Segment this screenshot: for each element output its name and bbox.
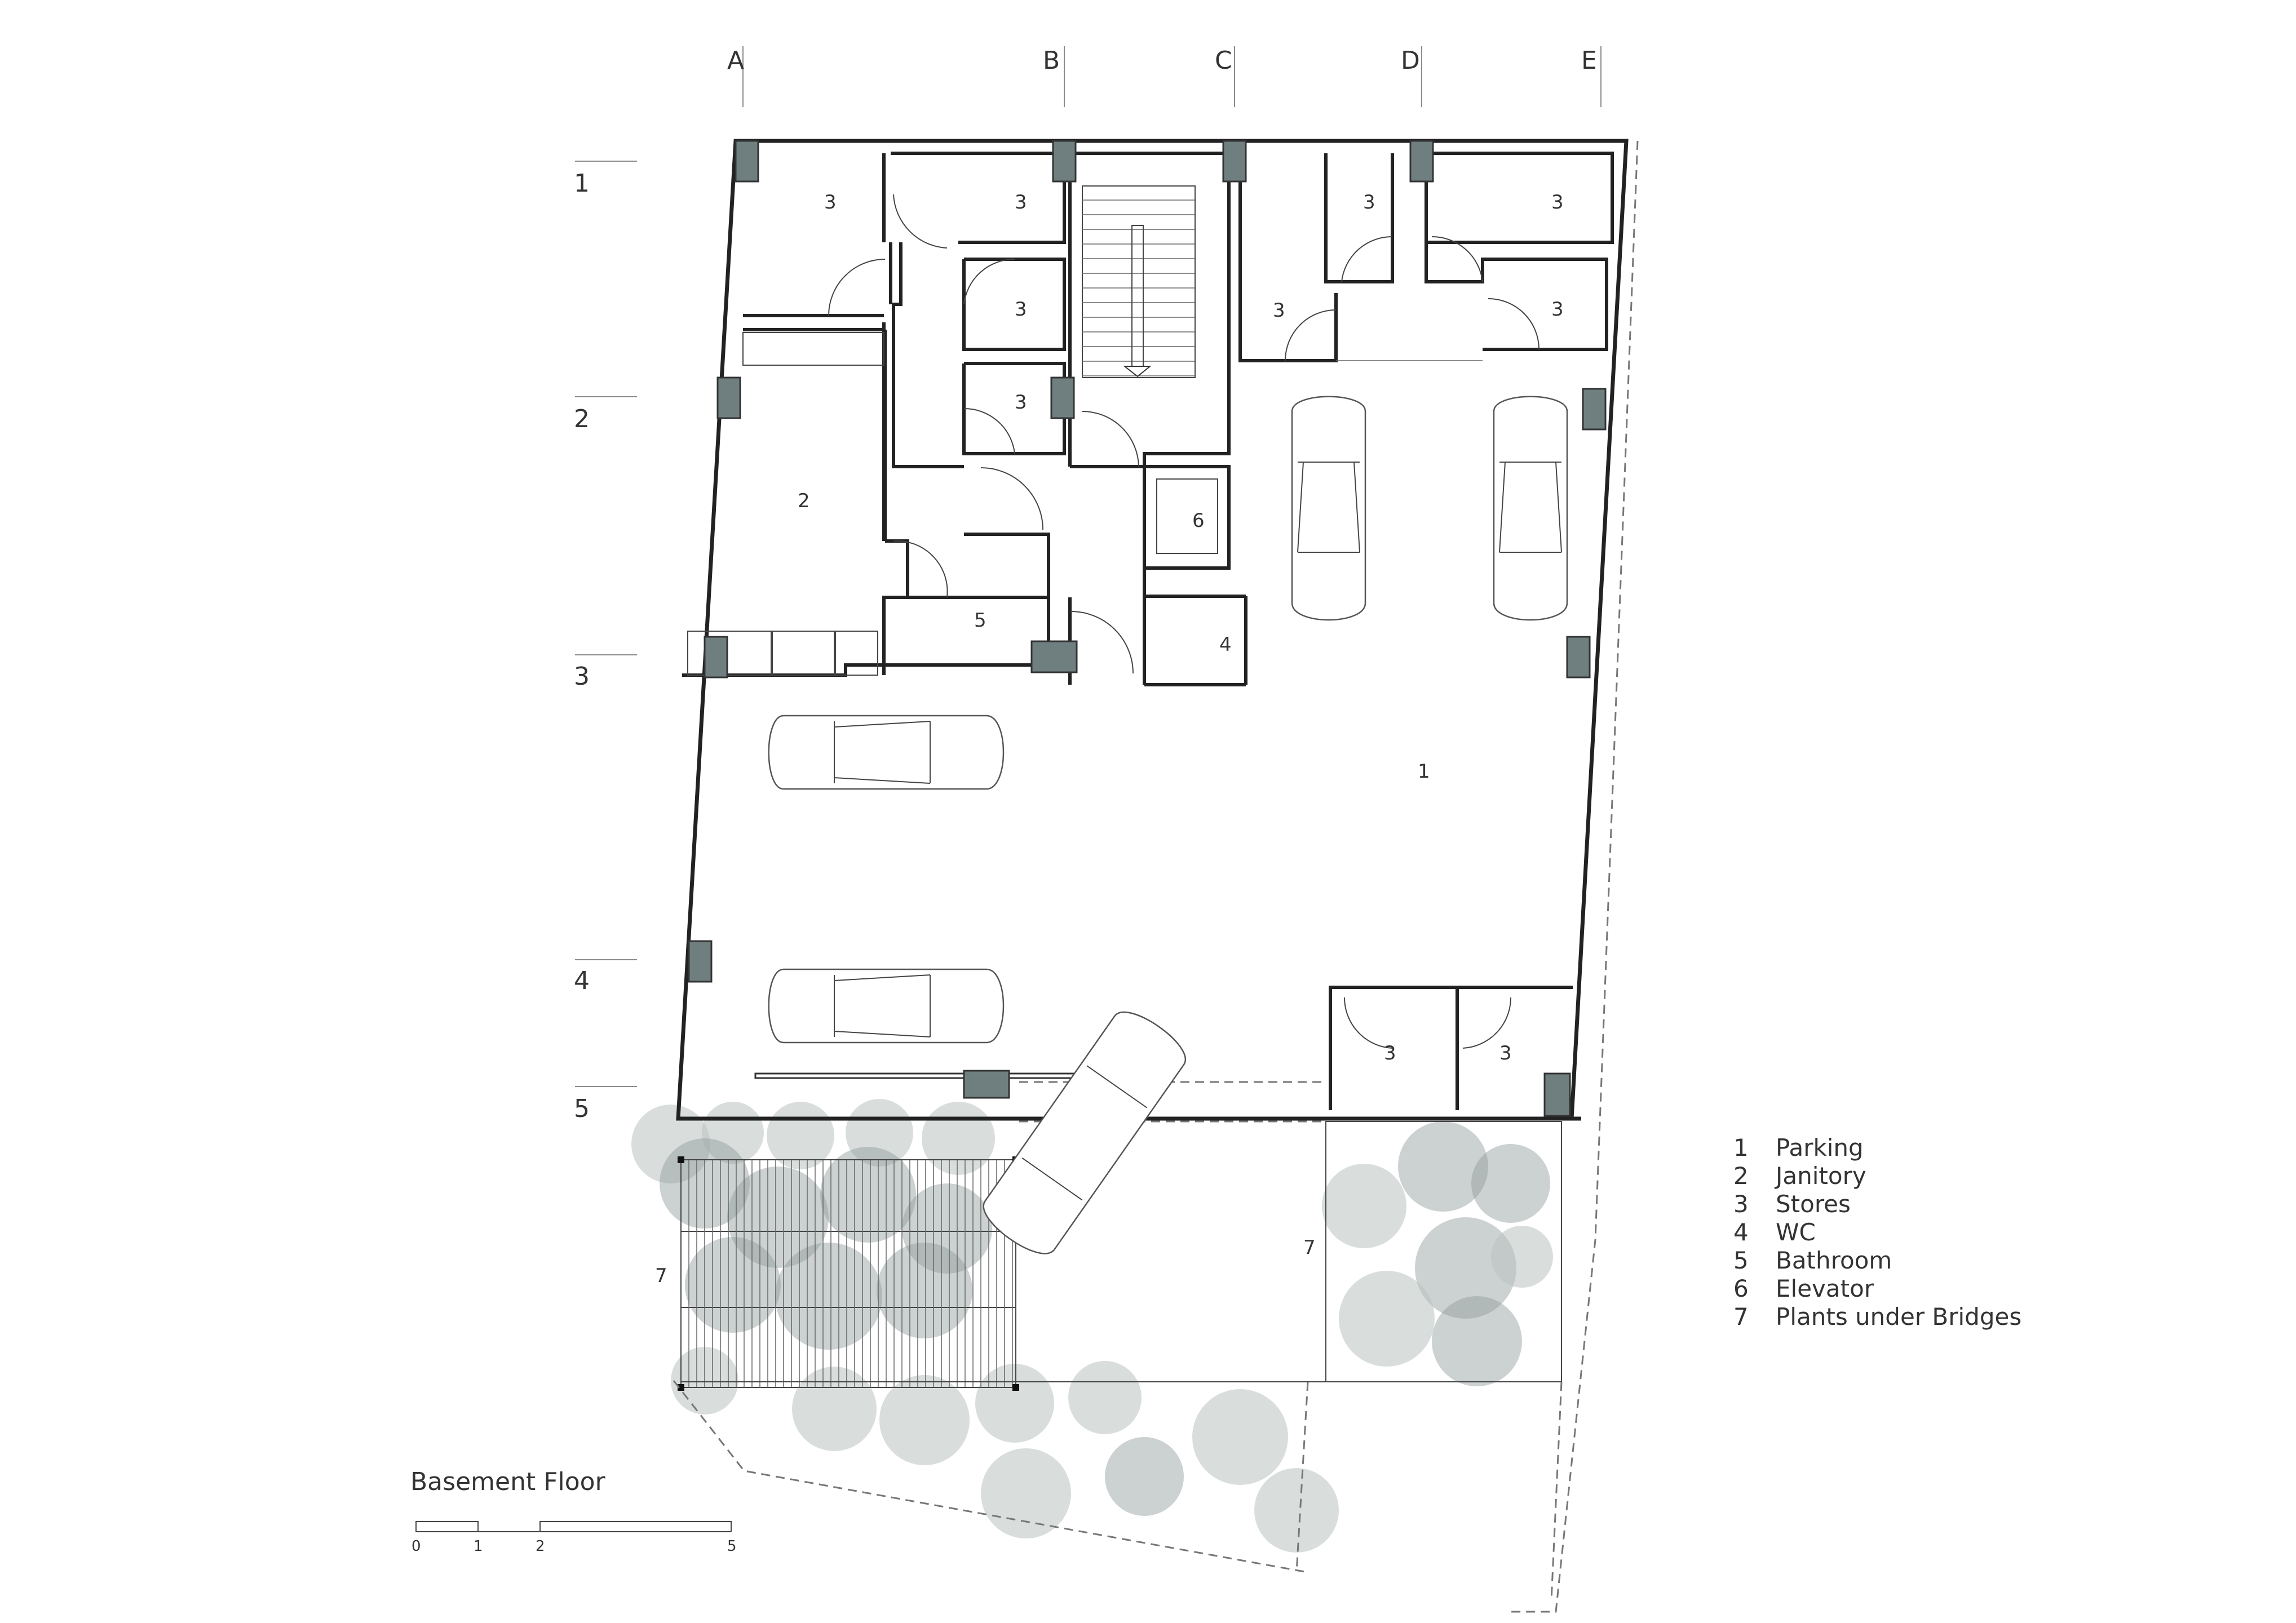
drawing-title: Basement Floor (410, 1467, 605, 1496)
grid-label-5: 5 (574, 1094, 590, 1123)
legend-text: Parking (1776, 1134, 1864, 1161)
columns (688, 140, 1607, 1117)
grid-axes (575, 46, 1602, 1087)
grid-label-3: 3 (574, 662, 590, 691)
interior-walls (682, 152, 1614, 1110)
scale-label-5: 5 (727, 1538, 737, 1555)
legend-item: 3 Stores (1733, 1190, 2021, 1218)
room-label-store: 3 (1384, 1042, 1396, 1065)
grid-label-a: A (727, 46, 744, 75)
legend-number: 7 (1733, 1303, 1749, 1331)
room-label-store: 3 (1551, 191, 1564, 214)
scale-label-2: 2 (536, 1538, 545, 1555)
car-left-1 (768, 715, 1005, 790)
room-label-bathroom: 5 (974, 609, 986, 632)
legend-item: 7 Plants under Bridges (1733, 1303, 2021, 1331)
legend-number: 6 (1733, 1275, 1749, 1302)
room-label-store: 3 (1015, 298, 1027, 321)
legend-text: Janitory (1776, 1162, 1866, 1190)
room-label-store: 3 (1273, 299, 1285, 322)
legend-text: WC (1776, 1218, 1816, 1246)
legend-text: Elevator (1776, 1275, 1874, 1302)
legend-item: 5 Bathroom (1733, 1247, 2021, 1275)
elevator-shaft (1143, 465, 1231, 570)
legend-number: 3 (1733, 1190, 1749, 1218)
room-label-plants: 7 (655, 1265, 667, 1287)
room-label-plants: 7 (1303, 1236, 1316, 1259)
legend-text: Bathroom (1776, 1247, 1892, 1274)
legend: 1 Parking 2 Janitory 3 Stores 4 WC 5 Bathroom… (1733, 1134, 2021, 1331)
bridge-deck (678, 1156, 1019, 1391)
legend-item: 4 WC (1733, 1218, 2021, 1247)
scale-label-0: 0 (412, 1538, 421, 1555)
room-label-store: 3 (1499, 1042, 1512, 1065)
car-top-1 (1291, 396, 1366, 621)
room-label-wc: 4 (1219, 633, 1232, 656)
legend-text: Plants under Bridges (1776, 1303, 2022, 1331)
car-ramp (983, 1012, 1186, 1254)
legend-number: 5 (1733, 1247, 1749, 1274)
room-label-store: 3 (824, 191, 837, 214)
room-label-parking: 1 (1418, 760, 1430, 783)
legend-number: 4 (1733, 1218, 1749, 1246)
car-left-2 (768, 968, 1005, 1044)
grid-label-4: 4 (574, 966, 590, 995)
legend-item: 2 Janitory (1733, 1162, 2021, 1190)
legend-text: Stores (1776, 1190, 1851, 1218)
legend-number: 2 (1733, 1162, 1749, 1190)
room-label-store: 3 (1363, 191, 1375, 214)
legend-item: 6 Elevator (1733, 1275, 2021, 1303)
parked-cars (768, 396, 1568, 1254)
grid-label-c: C (1215, 46, 1232, 75)
grid-label-1: 1 (574, 169, 590, 198)
stairs (1082, 185, 1196, 378)
grid-label-2: 2 (574, 405, 590, 433)
room-label-store: 3 (1015, 391, 1027, 414)
scale-bar: 0 1 2 5 (412, 1521, 737, 1555)
grid-label-d: D (1401, 46, 1420, 75)
doors (828, 194, 1539, 1049)
legend-number: 1 (1733, 1134, 1749, 1161)
legend-item: 1 Parking (1733, 1134, 2021, 1162)
room-label-store: 3 (1551, 298, 1564, 321)
janitory-fixtures (687, 332, 884, 676)
room-label-store: 3 (1015, 191, 1027, 214)
room-label-elevator: 6 (1192, 509, 1205, 532)
grid-label-e: E (1581, 46, 1597, 75)
grid-label-b: B (1043, 46, 1060, 75)
room-label-janitory: 2 (798, 490, 810, 512)
scale-label-1: 1 (474, 1538, 483, 1555)
car-top-2 (1493, 396, 1568, 621)
